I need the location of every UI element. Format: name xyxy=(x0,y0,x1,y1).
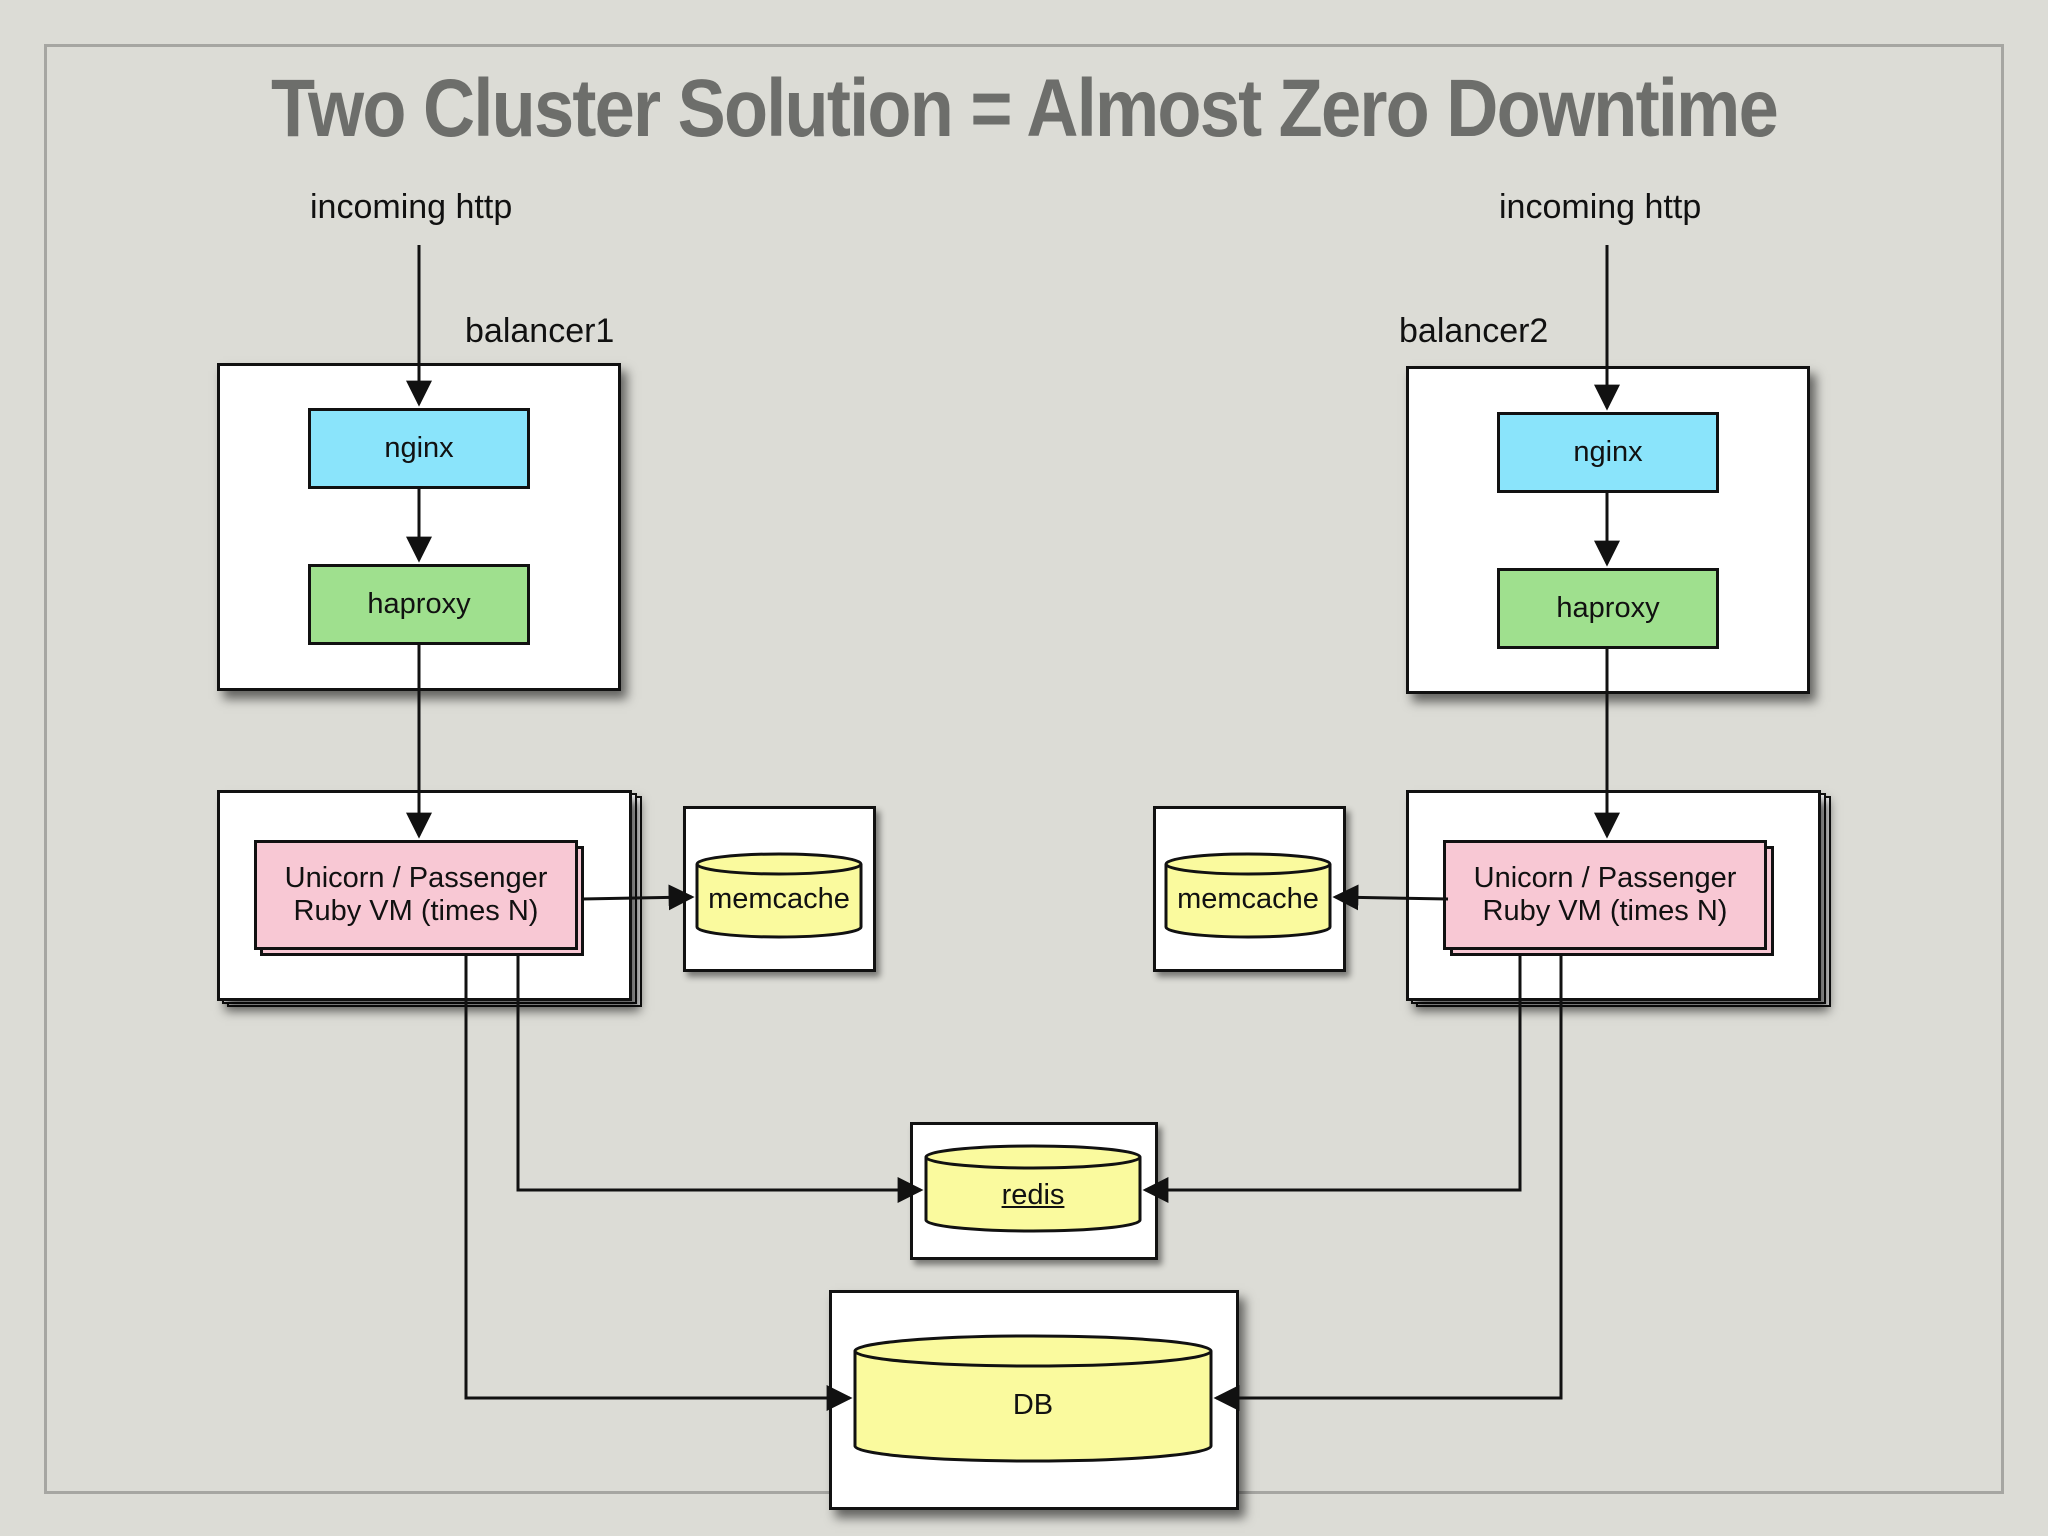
arrow-app-to-memcache-right xyxy=(1332,884,1449,911)
nginx-right-label: nginx xyxy=(1573,435,1643,468)
app-server-line1-left: Unicorn / Passenger xyxy=(284,861,548,894)
app-server-line1-right: Unicorn / Passenger xyxy=(1473,861,1737,894)
arrow-app-left-to-redis xyxy=(516,956,924,1203)
haproxy-left-label: haproxy xyxy=(367,587,471,620)
app-server-line2-left: Ruby VM (times N) xyxy=(293,895,539,927)
arrow-app-right-to-redis xyxy=(1142,956,1522,1203)
memcache-label-right: memcache xyxy=(1177,883,1319,915)
haproxy-left: haproxy xyxy=(308,564,530,645)
arrow-app-left-to-db xyxy=(464,956,853,1411)
db-label: DB xyxy=(1012,1388,1054,1421)
memcache-cylinder-left xyxy=(695,852,863,939)
arrow-app-to-memcache-left xyxy=(581,884,695,911)
incoming-http-label-right: incoming http xyxy=(1499,188,1702,226)
nginx-left: nginx xyxy=(308,408,530,489)
slide-title: Two Cluster Solution = Almost Zero Downt… xyxy=(271,63,1779,154)
ruby-vm-left: Unicorn / Passenger Ruby VM (times N) xyxy=(254,840,578,950)
haproxy-right: haproxy xyxy=(1497,568,1719,649)
nginx-right: nginx xyxy=(1497,412,1719,493)
app-server-line2-right: Ruby VM (times N) xyxy=(1482,895,1728,927)
memcache-cylinder-right xyxy=(1164,852,1332,939)
balancer2-label: balancer2 xyxy=(1399,312,1549,350)
redis-label: redis xyxy=(1001,1179,1065,1211)
balancer1-label: balancer1 xyxy=(465,312,615,350)
incoming-http-label-left: incoming http xyxy=(310,188,513,226)
memcache-label-left: memcache xyxy=(708,883,850,915)
haproxy-right-label: haproxy xyxy=(1556,591,1660,624)
ruby-vm-right: Unicorn / Passenger Ruby VM (times N) xyxy=(1443,840,1767,950)
arrow-app-right-to-db xyxy=(1213,956,1563,1411)
nginx-left-label: nginx xyxy=(384,431,454,464)
db-cylinder xyxy=(853,1334,1213,1463)
redis-cylinder xyxy=(924,1144,1142,1233)
